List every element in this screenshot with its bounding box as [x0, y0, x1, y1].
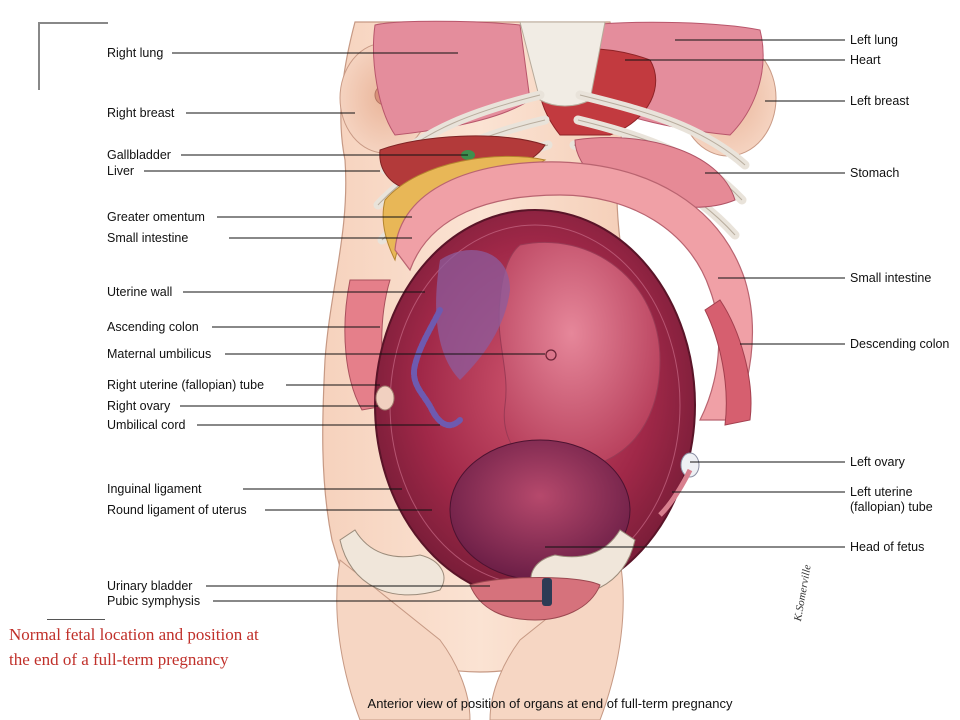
left-tube-shape [658, 468, 693, 517]
label-greater-omentum: Greater omentum [107, 210, 205, 224]
urinary-bladder-shape [469, 577, 601, 621]
label-inguinal-ligament: Inguinal ligament [107, 482, 202, 496]
label-left-uterine-tube-line1: Left uterine [850, 485, 913, 499]
label-right-uterine-tube: Right uterine (fallopian) tube [107, 378, 265, 392]
label-pubic-symphysis: Pubic symphysis [107, 594, 201, 608]
label-head-of-fetus: Head of fetus [850, 540, 925, 554]
label-stomach: Stomach [850, 166, 900, 180]
right-ovary-shape [375, 385, 395, 411]
label-small-intestine-left: Small intestine [107, 231, 189, 245]
label-small-intestine-right: Small intestine [850, 271, 932, 285]
label-left-lung: Left lung [850, 33, 898, 47]
label-left-breast: Left breast [850, 94, 910, 108]
label-ascending-colon: Ascending colon [107, 320, 199, 334]
umbilical-cord-shape [411, 307, 463, 429]
label-umbilical-cord: Umbilical cord [107, 418, 186, 432]
label-liver: Liver [107, 164, 135, 178]
label-descending-colon: Descending colon [850, 337, 950, 351]
label-heart: Heart [850, 53, 881, 67]
label-gallbladder: Gallbladder [107, 148, 171, 162]
figure-title: Anterior view of position of organs at e… [367, 696, 733, 711]
left-ovary-shape [680, 452, 700, 478]
pubic-symphysis-shape [542, 578, 552, 606]
figure-caption: Normal fetal location and position at th… [9, 625, 259, 669]
label-urinary-bladder: Urinary bladder [107, 579, 193, 593]
leader-lines-left [144, 52, 545, 602]
leader-lines-right [545, 39, 845, 548]
label-uterine-wall: Uterine wall [107, 285, 173, 299]
fetus-limbs [436, 250, 510, 380]
label-maternal-umbilicus: Maternal umbilicus [107, 347, 212, 361]
corner-bracket-decoration [38, 22, 108, 90]
pelvis-left [339, 529, 445, 596]
label-left-uterine-tube-line2: (fallopian) tube [850, 500, 933, 514]
label-left-ovary: Left ovary [850, 455, 905, 469]
descending-colon-shape [704, 299, 752, 426]
caption-rule [47, 619, 105, 620]
umbilicus-mark [545, 349, 557, 361]
label-round-ligament: Round ligament of uterus [107, 503, 247, 517]
label-right-breast: Right breast [107, 106, 175, 120]
label-right-lung: Right lung [107, 46, 164, 60]
label-right-ovary: Right ovary [107, 399, 171, 413]
